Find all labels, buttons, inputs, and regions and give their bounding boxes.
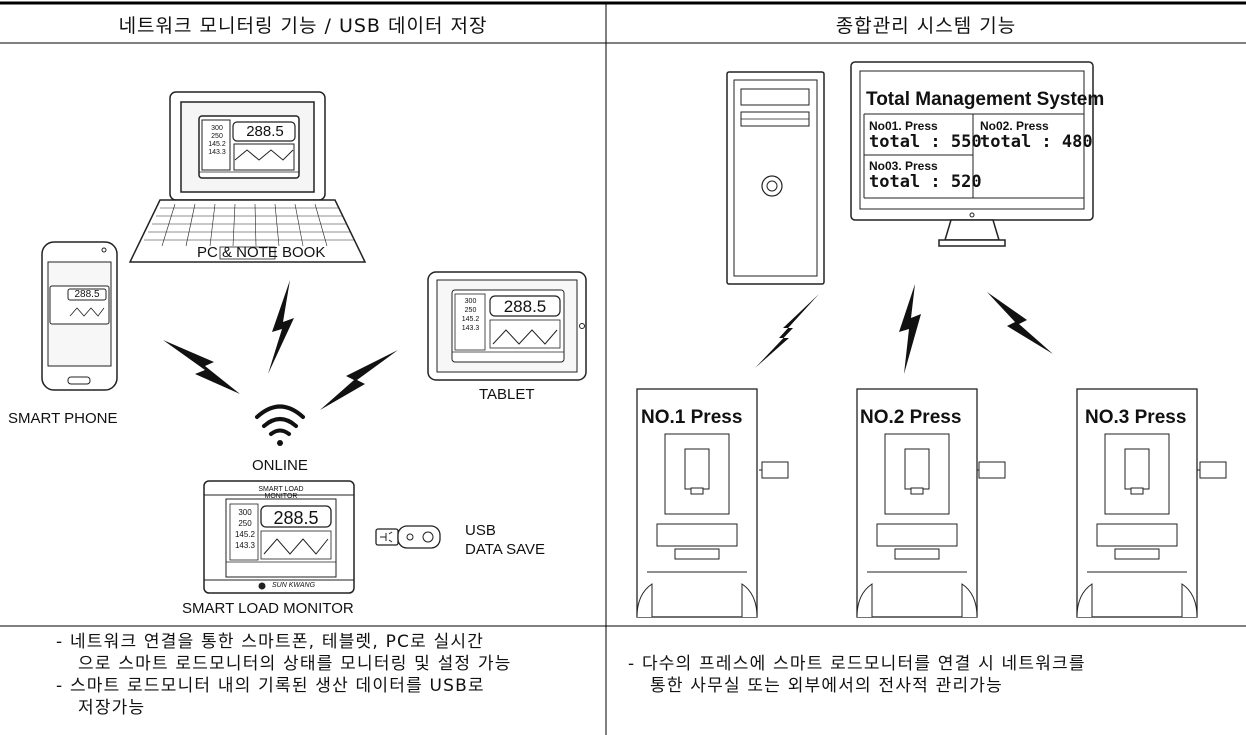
lightning-icon	[163, 280, 398, 410]
header-left: 네트워크 모니터링 기능 / USB 데이터 저장	[118, 15, 488, 37]
screen-press-3-name: No03. Press	[869, 159, 938, 173]
usb-drive-icon	[375, 525, 441, 549]
monitor-second-value: 250	[238, 519, 252, 528]
screen-press-1-name: No01. Press	[869, 119, 938, 133]
tablet-ch1-value: 145.2	[461, 316, 480, 323]
laptop-ch1-value: 145.2	[208, 141, 226, 148]
monitor-main-value: 288.5	[273, 508, 319, 528]
left-panel-illustration	[41, 91, 587, 594]
press-1-label: NO.1 Press	[641, 407, 743, 428]
laptop-icon	[128, 91, 367, 263]
desc-left-line2: 으로 스마트 로드모니터의 상태를 모니터링 및 설정 가능	[78, 654, 512, 674]
press-3-label: NO.3 Press	[1085, 407, 1187, 428]
screen-press-3-total: total : 520	[869, 172, 982, 192]
monitor-icon	[850, 61, 1094, 247]
system-title: Total Management System	[866, 89, 1105, 110]
desc-left-line3: - 스마트 로드모니터 내의 기록된 생산 데이터를 USB로	[56, 676, 485, 696]
press-machine-icon	[636, 388, 789, 618]
smartphone-label: SMART PHONE	[8, 410, 118, 427]
device-title: SMART LOAD MONITOR	[258, 486, 304, 500]
laptop-side-values: 300 250 145.2 143.3	[203, 125, 231, 157]
pc-notebook-label: PC & NOTE BOOK	[197, 244, 326, 261]
tablet-setting-value: 300	[464, 298, 477, 305]
tablet-main-value: 288.5	[503, 297, 547, 316]
monitor-ch2-value: 143.3	[234, 541, 256, 550]
desc-left-line4: 저장가능	[78, 698, 146, 718]
desc-right-line2: 통한 사무실 또는 외부에서의 전사적 관리가능	[650, 676, 1003, 696]
monitor-ch1-value: 145.2	[234, 530, 256, 539]
lightning-icon	[755, 284, 1053, 374]
header-right: 종합관리 시스템 기능	[835, 15, 1017, 37]
laptop-main-value: 288.5	[246, 123, 284, 140]
device-brand: SUN KWANG	[272, 582, 316, 589]
tablet-icon	[427, 271, 587, 381]
pc-tower-icon	[726, 71, 825, 285]
laptop-ch2-value: 143.3	[208, 149, 226, 156]
tablet-side-values: 300 250 145.2 143.3	[456, 297, 485, 333]
press-machine-icon	[856, 388, 1006, 618]
tablet-ch2-value: 143.3	[461, 325, 480, 332]
tablet-second-value: 250	[464, 307, 477, 314]
screen-press-1-total: total : 550	[869, 132, 982, 152]
wifi-icon	[255, 404, 305, 446]
right-panel-illustration	[636, 61, 1227, 618]
screen-press-2-total: total : 480	[980, 132, 1093, 152]
smart-load-monitor-label: SMART LOAD MONITOR	[182, 600, 354, 617]
laptop-setting-value: 300	[211, 125, 223, 132]
phone-main-value: 288.5	[74, 289, 100, 300]
press-machine-icon	[1076, 388, 1227, 618]
data-save-label: DATA SAVE	[465, 541, 546, 558]
monitor-side-values: 300 250 145.2 143.3	[231, 507, 259, 551]
desc-left-line1: - 네트워크 연결을 통한 스마트폰, 테블렛, PC로 실시간	[56, 632, 485, 652]
usb-label: USB	[465, 522, 496, 539]
desc-right-line1: - 다수의 프레스에 스마트 로드모니터를 연결 시 네트워크를	[628, 654, 1086, 674]
laptop-second-value: 250	[211, 133, 223, 140]
tablet-label: TABLET	[479, 386, 535, 403]
monitor-setting-value: 300	[238, 508, 252, 517]
press-2-label: NO.2 Press	[860, 407, 962, 428]
screen-press-2-name: No02. Press	[980, 119, 1049, 133]
online-label: ONLINE	[252, 457, 308, 474]
smartphone-icon	[41, 241, 118, 391]
smart-load-monitor-icon	[203, 480, 355, 594]
